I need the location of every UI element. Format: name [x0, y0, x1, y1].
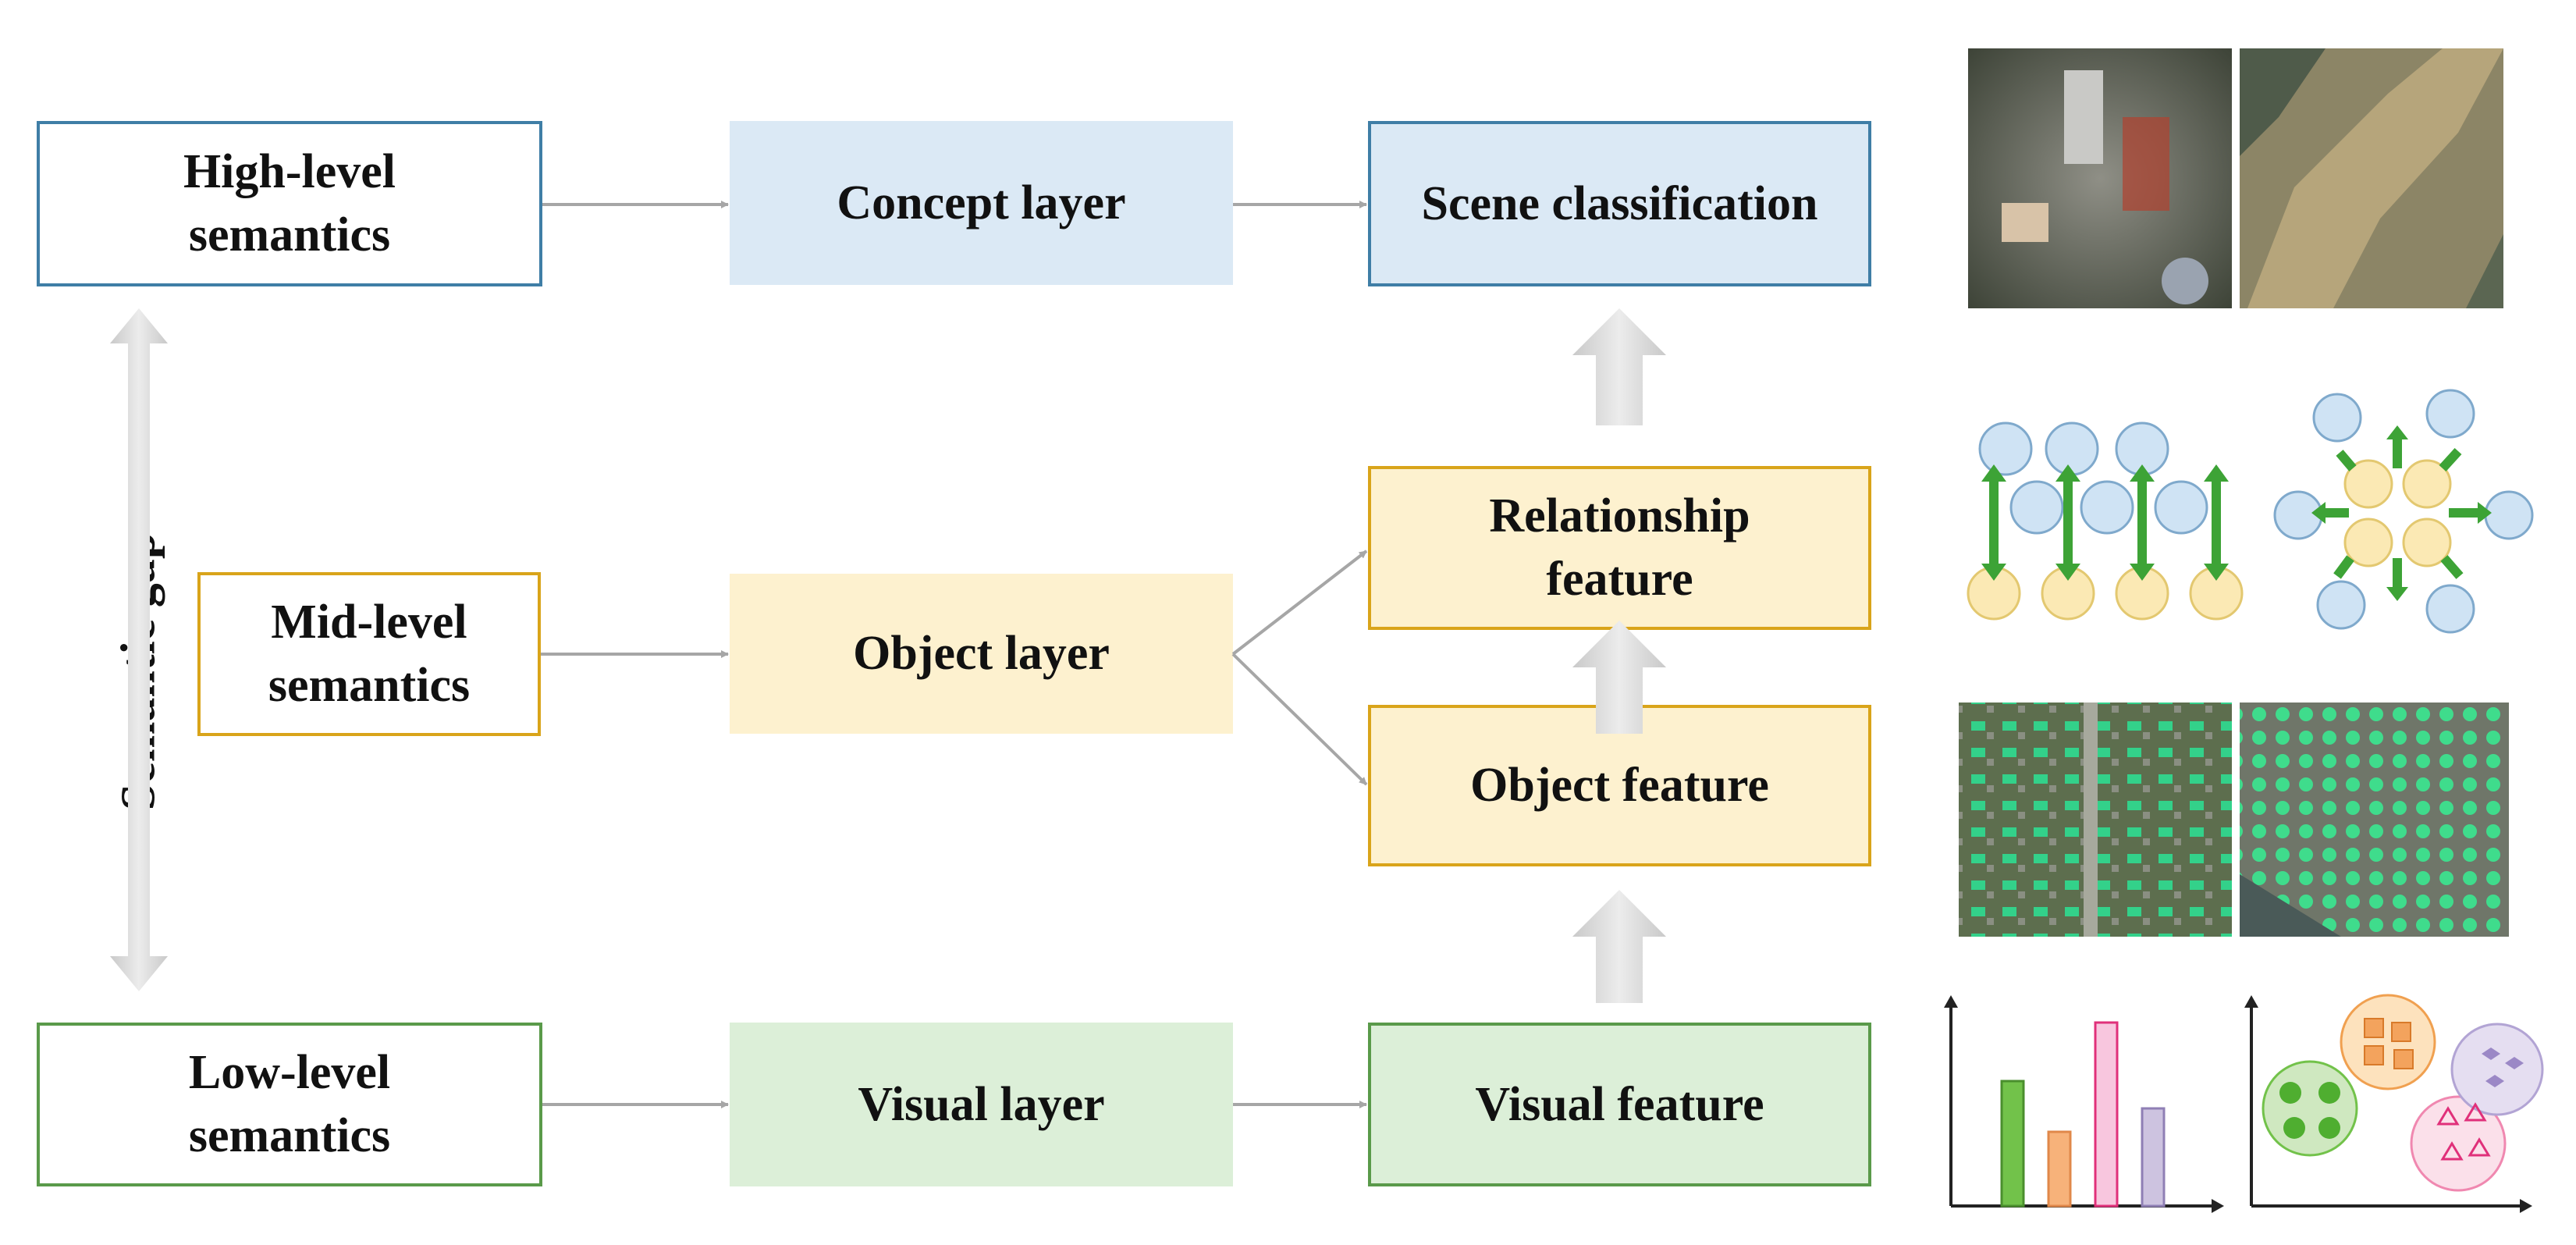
low-level-line1: Low-level — [188, 1046, 391, 1100]
semantic-gap-arrow — [110, 308, 168, 991]
aerial-object-images — [1959, 703, 2509, 937]
object-layer-label: Object layer — [853, 627, 1110, 681]
visual-feature-box: Visual feature — [1368, 1023, 1871, 1186]
high-level-line1: High-level — [183, 145, 396, 199]
concept-layer-label: Concept layer — [837, 176, 1126, 229]
low-level-semantics-box: Low-level semantics — [37, 1023, 542, 1186]
mid-level-line2: semantics — [268, 659, 471, 712]
visual-feature-label: Visual feature — [1475, 1077, 1764, 1131]
low-level-line2: semantics — [188, 1109, 391, 1162]
scene-classification-box: Scene classification — [1368, 121, 1871, 286]
relationship-line2: feature — [1546, 553, 1693, 606]
concept-layer-box: Concept layer — [730, 121, 1233, 285]
object-layer-box: Object layer — [730, 574, 1233, 734]
relationship-line1: Relationship — [1489, 489, 1750, 543]
scene-classification-label: Scene classification — [1421, 176, 1818, 230]
object-relationship-graphs — [1967, 389, 2534, 634]
object-feature-box: Object feature — [1368, 705, 1871, 866]
high-level-semantics-box: High-level semantics — [37, 121, 542, 286]
visual-layer-label: Visual layer — [858, 1077, 1105, 1131]
object-feature-label: Object feature — [1470, 759, 1769, 813]
high-level-line2: semantics — [188, 208, 391, 261]
aerial-scene-images — [1968, 48, 2503, 308]
visual-layer-box: Visual layer — [730, 1023, 1233, 1186]
block-up-arrows — [1572, 308, 1666, 1003]
connector-arrows — [541, 201, 1368, 1108]
feature-histogram-and-clusters — [1944, 994, 2544, 1213]
mid-level-line1: Mid-level — [271, 596, 467, 649]
mid-level-semantics-box: Mid-level semantics — [197, 572, 541, 736]
